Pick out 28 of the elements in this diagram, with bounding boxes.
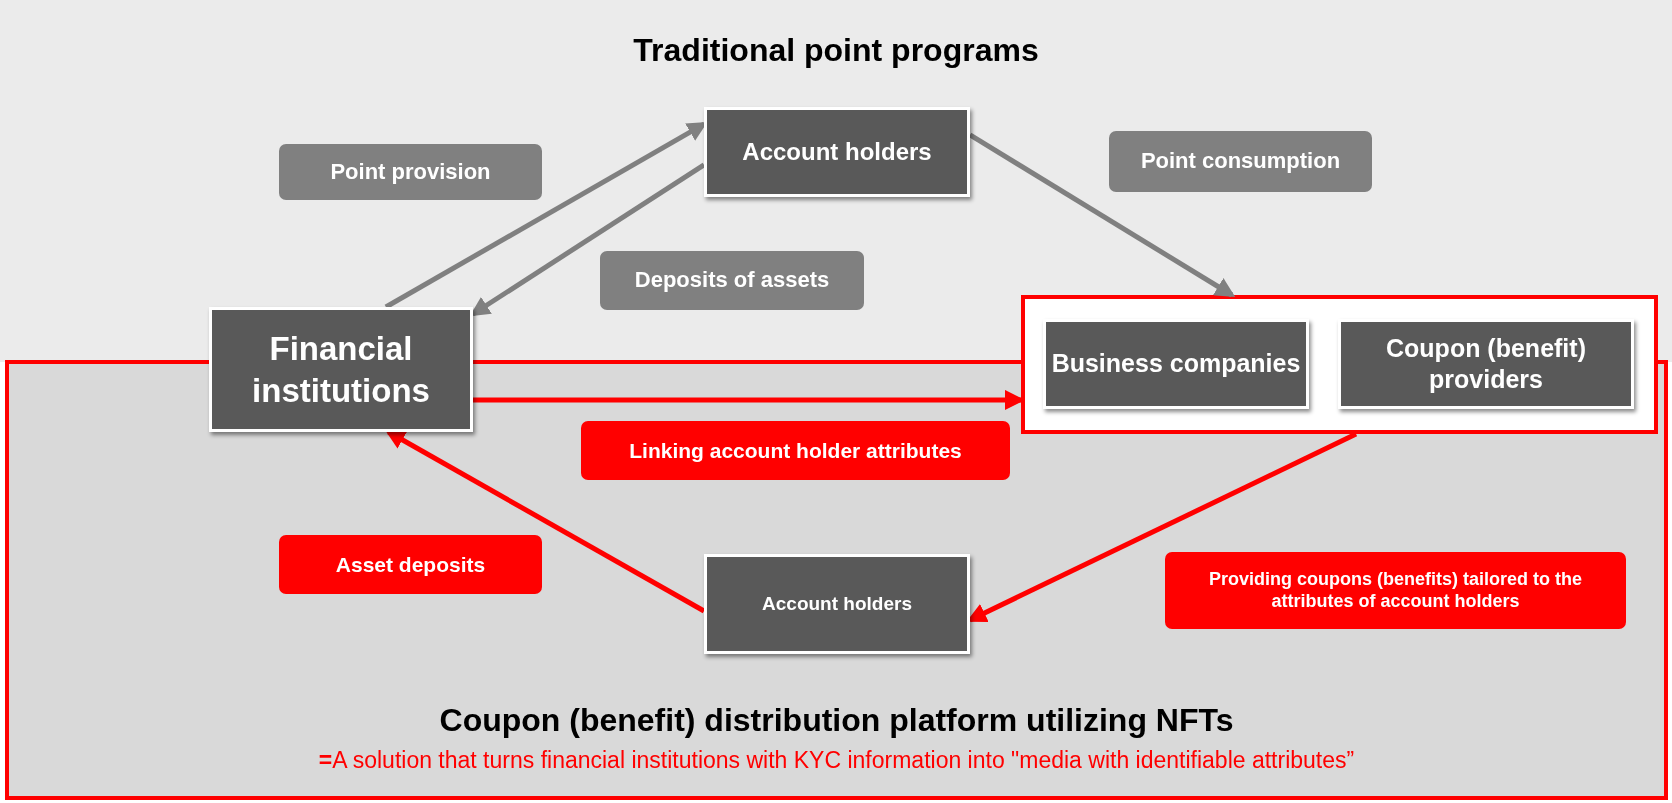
box-label: Coupon (benefit) providers	[1385, 332, 1587, 395]
box-label: Account holders	[762, 593, 912, 615]
flow-label-box	[1109, 131, 1372, 192]
arrow	[968, 132, 1236, 298]
entity-box	[704, 554, 970, 654]
box-label: Point consumption	[1140, 148, 1341, 175]
flow-label-box	[279, 144, 542, 200]
box-label: Linking account holder attributes	[629, 437, 962, 464]
box-label: Financial institutions	[251, 329, 431, 411]
flow-label-box	[279, 535, 542, 594]
box-label: Deposits of assets	[634, 267, 830, 294]
subtitle-note: =A solution that turns financial institutions with KYC information into "media with identifiable attributes”	[318, 747, 1355, 774]
entity-box	[704, 107, 970, 197]
arrow	[385, 429, 706, 614]
entity-box	[209, 307, 473, 432]
section-heading: Traditional point programs	[633, 32, 1039, 69]
flow-label-box	[581, 421, 1010, 480]
flow-label-box	[1165, 552, 1626, 629]
box-label: Point provision	[330, 158, 491, 186]
flow-label-box	[600, 251, 864, 310]
box-label: Providing coupons (benefits) tailored to the attributes of account holders	[1208, 568, 1583, 613]
entity-box	[1043, 319, 1309, 409]
box-label: Business companies	[1051, 348, 1301, 380]
entity-box	[1338, 319, 1634, 409]
box-label: Asset deposits	[335, 551, 486, 578]
section-heading: Coupon (benefit) distribution platform utilizing NFTs	[439, 702, 1234, 739]
group-frame	[1021, 295, 1658, 434]
box-label: Account holders	[742, 138, 932, 166]
